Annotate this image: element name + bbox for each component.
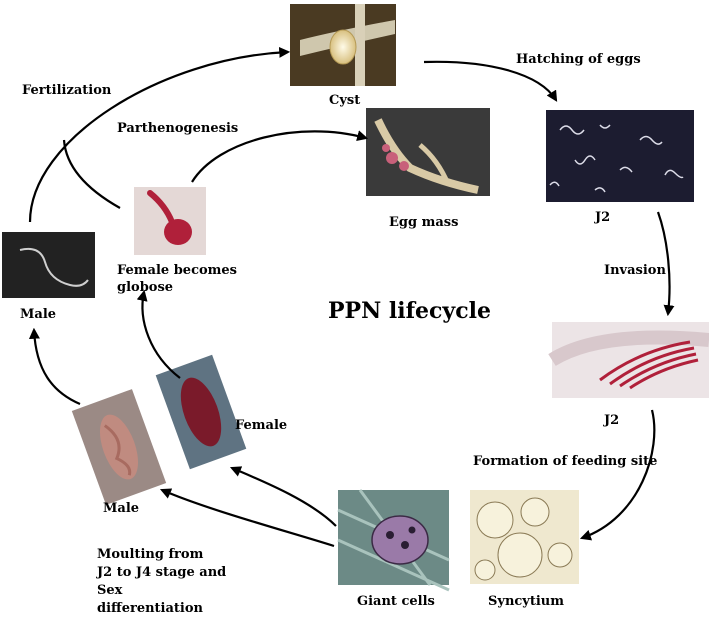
arrow-fertilization	[28, 46, 291, 223]
label-syncytium: Syncytium	[488, 594, 564, 609]
arrow-to-male	[159, 488, 335, 548]
male-adult-photo	[2, 232, 95, 298]
cyst-photo	[290, 4, 396, 86]
arrow-hatching	[423, 60, 558, 102]
label-female-globose-2: globose	[117, 280, 173, 295]
female-globose-photo	[134, 187, 206, 255]
arrow-female-to-globose	[136, 289, 181, 379]
female-moulting-photo	[155, 354, 247, 470]
label-male-moult: Male	[103, 501, 139, 516]
label-moulting-1: Moulting from	[97, 547, 204, 562]
egg-mass-photo	[366, 108, 490, 196]
male-moulting-photo	[71, 389, 167, 505]
j2-in-root-photo	[548, 322, 709, 398]
syncytium-photo	[470, 490, 579, 584]
label-moulting-4: differentiation	[97, 601, 204, 616]
label-hatching: Hatching of eggs	[516, 52, 641, 67]
label-j2-free: J2	[594, 210, 610, 225]
label-invasion: Invasion	[604, 263, 666, 278]
arrow-to-female	[229, 466, 337, 527]
label-egg-mass: Egg mass	[389, 215, 458, 230]
label-male-adult: Male	[20, 307, 56, 322]
label-fertilization: Fertilization	[22, 83, 112, 98]
diagram-title: PPN lifecycle	[328, 298, 491, 324]
giant-cells-photo	[337, 489, 450, 592]
label-moulting-2: J2 to J4 stage and	[96, 565, 226, 580]
label-parthenogenesis: Parthenogenesis	[117, 121, 238, 136]
arrow-male-to-adult	[28, 327, 81, 406]
arrow-invasion	[656, 211, 675, 317]
arrow-parthenogenesis	[191, 130, 369, 183]
arrow-feeding-site	[579, 409, 656, 541]
label-giant-cells: Giant cells	[357, 594, 435, 609]
label-female-globose-1: Female becomes	[117, 263, 237, 278]
label-female-moult: Female	[235, 418, 287, 433]
label-feeding-site: Formation of feeding site	[473, 454, 657, 469]
label-j2-root: J2	[603, 413, 619, 428]
label-cyst: Cyst	[329, 93, 360, 108]
label-moulting-3: Sex	[97, 583, 123, 598]
arrow-fertilization-branch	[62, 139, 121, 209]
j2-juveniles-photo	[546, 110, 694, 202]
